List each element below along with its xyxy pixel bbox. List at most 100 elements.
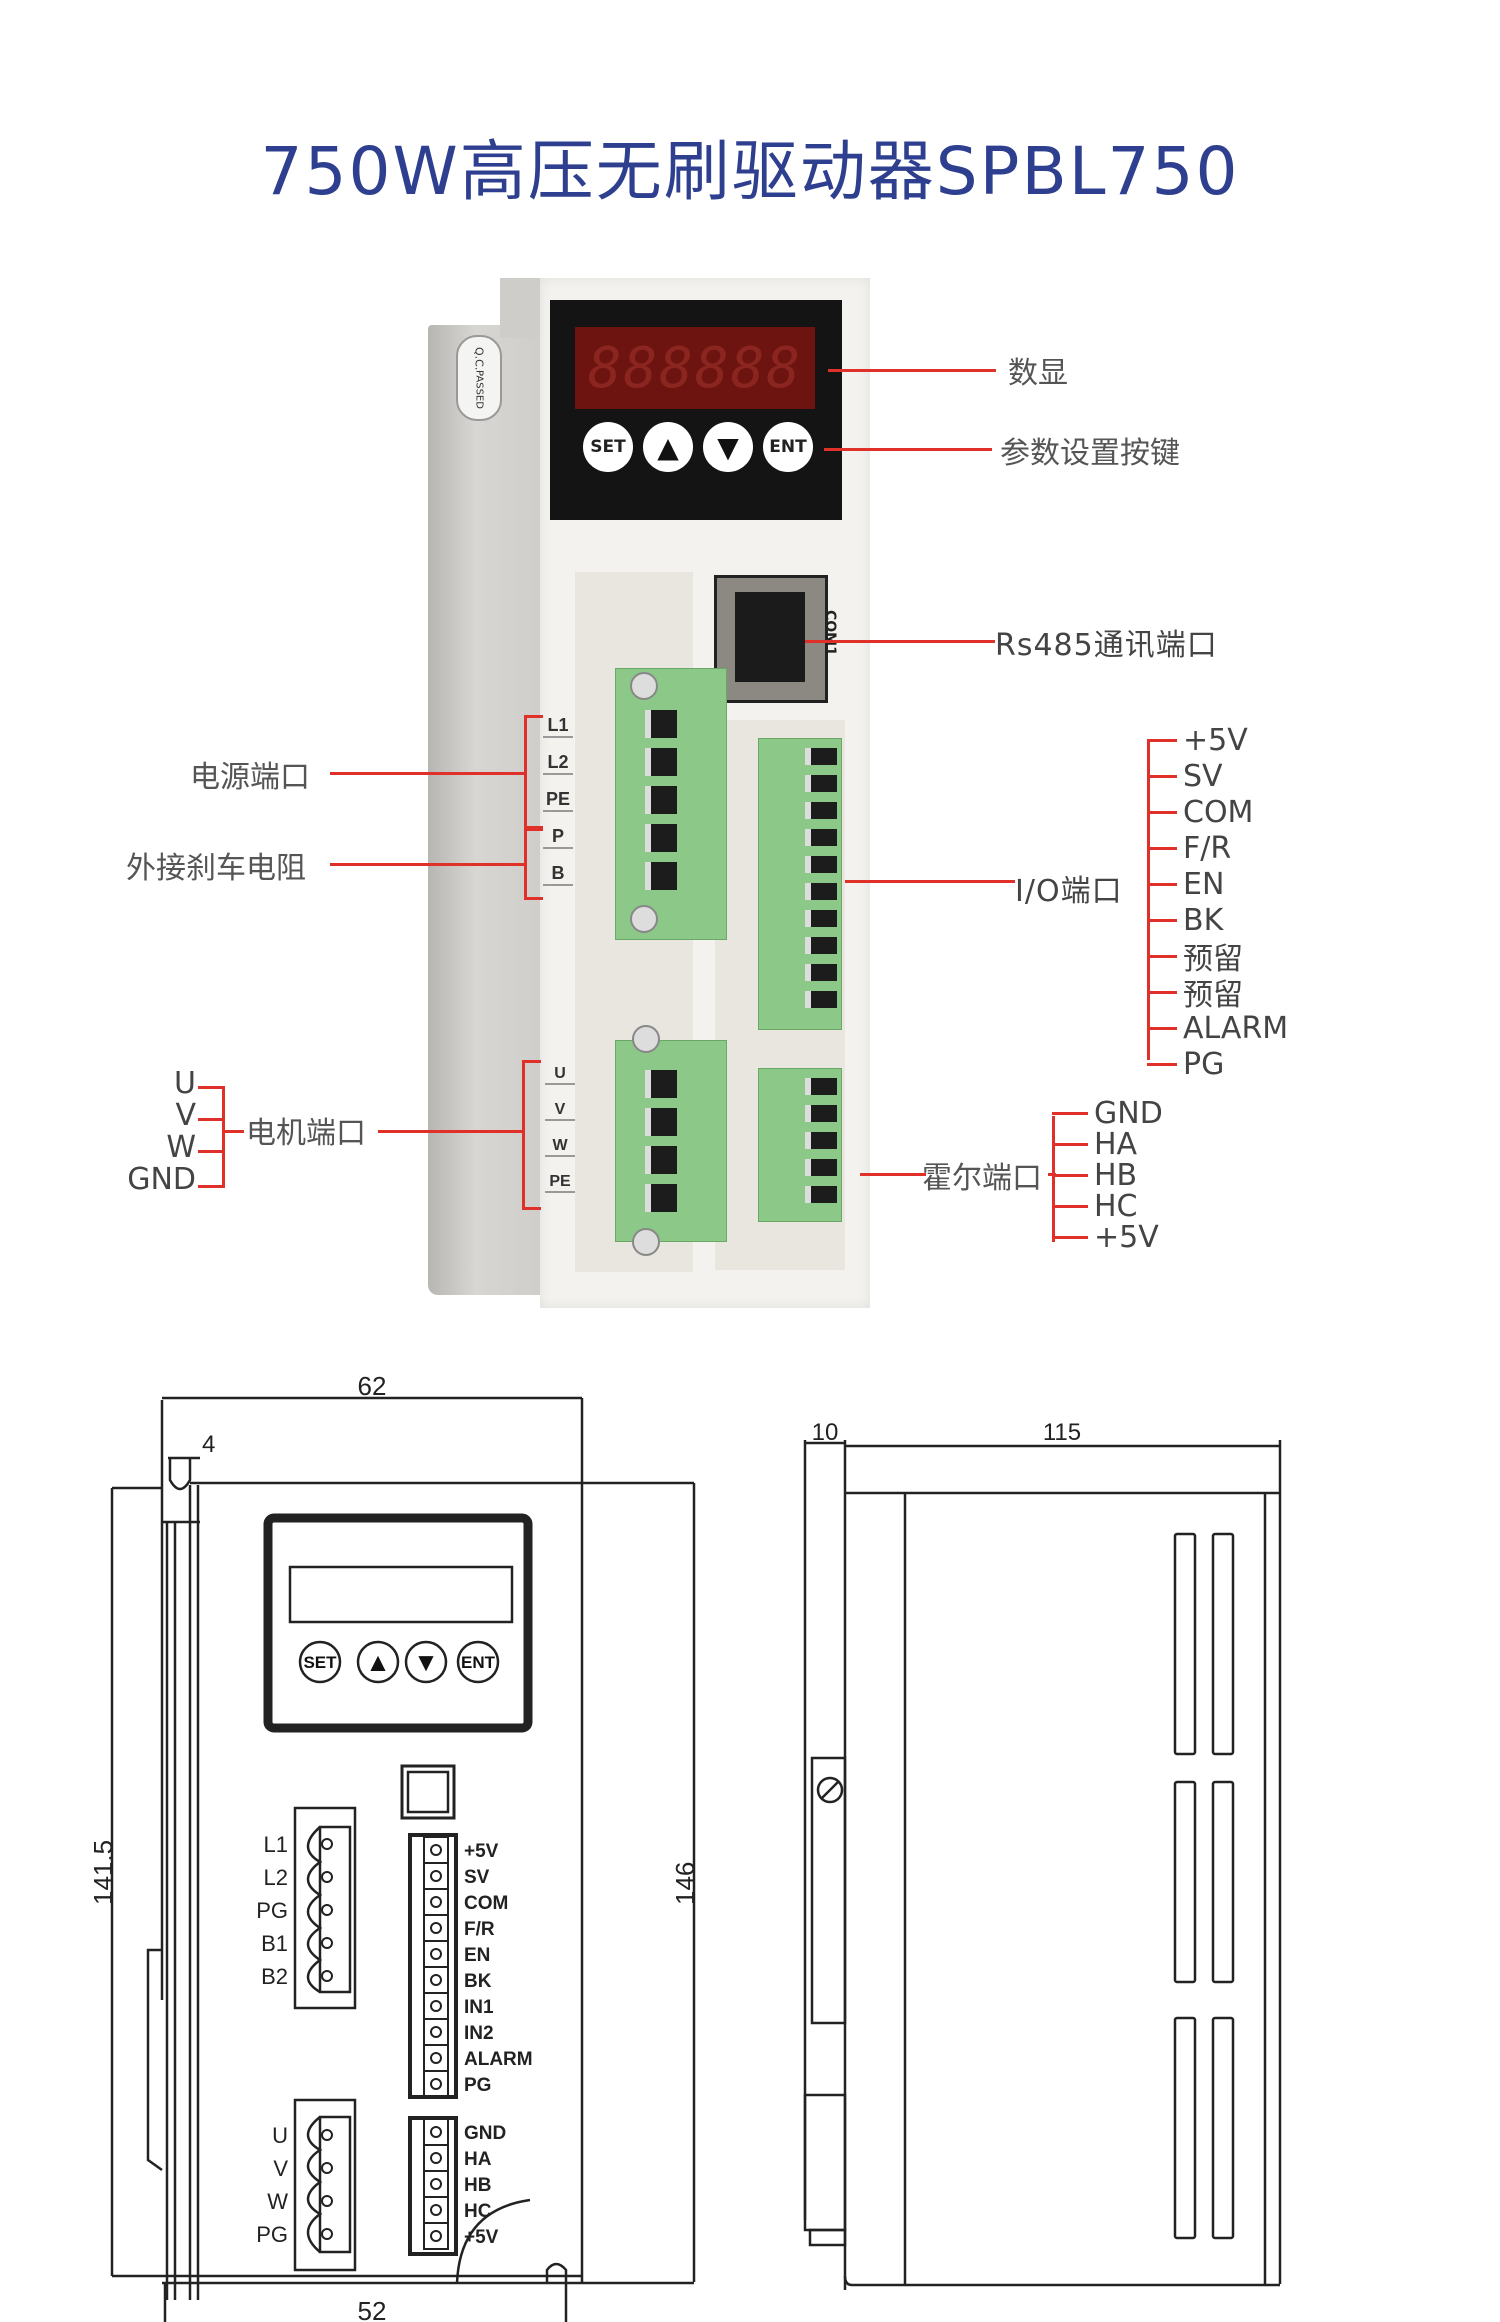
drawing-pin-label: HA	[464, 2149, 492, 2170]
qc-passed-sticker: Q.C. PASSED	[456, 335, 502, 421]
pin-circle	[430, 2052, 442, 2064]
motor-bracket	[522, 1060, 541, 1210]
pin-cell	[423, 1966, 449, 1994]
callout-line-io	[845, 880, 1015, 883]
pin-circle	[321, 1871, 333, 1883]
pin-cell	[423, 2070, 449, 2098]
pin-circle	[321, 2162, 333, 2174]
hall-bracket	[1052, 1116, 1055, 1242]
pin-label: BK	[1147, 902, 1223, 938]
terminal-label: P	[543, 826, 573, 849]
terminal-slot	[805, 1105, 837, 1122]
dim-height-inner: 141.5	[88, 1840, 118, 1905]
down-key[interactable]: ▼	[703, 422, 753, 472]
pin-circle	[430, 1896, 442, 1908]
callout-keys: 参数设置按键	[1000, 436, 1180, 471]
terminal-slot	[805, 1078, 837, 1095]
pin-label: PG	[1147, 1046, 1224, 1082]
up-arrow-icon: ▲	[657, 430, 679, 464]
terminal-slot	[645, 1146, 677, 1174]
drawing-pin-label: +5V	[464, 2227, 499, 2248]
pin-label: HC	[1052, 1189, 1138, 1224]
terminal-slot	[645, 1108, 677, 1136]
callout-rs485: Rs485通讯端口	[995, 628, 1218, 663]
terminal-slot	[805, 1132, 837, 1149]
pin-cell	[423, 1862, 449, 1890]
com1-label: COM1	[822, 610, 838, 656]
set-key[interactable]: SET	[583, 422, 633, 472]
drawing-terminal-label: L1	[264, 1832, 288, 1857]
terminal-slot	[645, 1070, 677, 1098]
io-terminal-slots	[805, 748, 837, 1018]
terminal-slot	[805, 856, 837, 873]
drawing-up-key: ▲	[365, 1647, 391, 1677]
pin-circle	[430, 2126, 442, 2138]
callout-line-rs485	[805, 640, 995, 643]
pin-circle	[430, 2000, 442, 2012]
pin-circle	[321, 2228, 333, 2240]
drawing-pin-label: HC	[464, 2201, 492, 2222]
pin-circle	[430, 1844, 442, 1856]
rs485-port[interactable]	[714, 575, 828, 703]
terminal-slot	[805, 964, 837, 981]
motor-terminal-slots	[645, 1070, 677, 1230]
ent-key[interactable]: ENT	[763, 422, 813, 472]
callout-line-hall	[860, 1173, 926, 1176]
pin-cell	[423, 2118, 449, 2146]
pin-cell	[423, 2144, 449, 2172]
down-arrow-icon: ▼	[717, 430, 739, 464]
terminal-label: B	[543, 863, 573, 886]
drawing-terminal-label: B2	[261, 1964, 288, 1989]
terminal-slot	[805, 910, 837, 927]
keypad: SET ▲ ▼ ENT	[583, 422, 813, 474]
terminal-slot	[805, 937, 837, 954]
pin-circle	[430, 2178, 442, 2190]
pin-circle	[430, 2078, 442, 2090]
terminal-slot	[645, 748, 677, 776]
pin-circle	[321, 2129, 333, 2141]
callout-brake: 外接刹车电阻	[126, 851, 306, 886]
callout-motor: 电机端口	[246, 1116, 366, 1151]
callout-line-display	[828, 369, 996, 372]
pin-label: 预留	[1147, 974, 1243, 1013]
pin-circle	[430, 1974, 442, 1986]
pin-label: HA	[1052, 1127, 1137, 1162]
terminal-slot	[805, 775, 837, 792]
terminal-slot	[805, 748, 837, 765]
terminal-slot	[645, 786, 677, 814]
screw-icon	[630, 905, 658, 933]
terminal-slot	[645, 1184, 677, 1212]
pin-circle	[430, 1870, 442, 1882]
drawing-terminal-label: PG	[256, 1898, 288, 1923]
motor-wire-label: GND	[127, 1162, 196, 1197]
drawing-down-key: ▼	[413, 1647, 439, 1677]
pin-label: SV	[1147, 758, 1223, 794]
drawing-terminal-label: W	[267, 2189, 288, 2214]
pin-cell	[423, 1992, 449, 2020]
callout-hall: 霍尔端口	[922, 1161, 1042, 1196]
motor-wire-bracket	[198, 1086, 225, 1188]
dim-bottom: 52	[358, 2296, 387, 2322]
terminal-label: L1	[543, 715, 573, 738]
pin-label: HB	[1052, 1158, 1137, 1193]
terminal-slot	[645, 862, 677, 890]
pin-cell	[423, 1888, 449, 1916]
rj45-socket-icon	[735, 592, 805, 682]
up-key[interactable]: ▲	[643, 422, 693, 472]
pin-label: F/R	[1147, 830, 1231, 866]
drawing-pin-label: IN2	[464, 2023, 494, 2044]
dimension-drawing: SET ▲ ▼ ENT 62 4 141.5 146 52 10 115 +5V…	[88, 1371, 1282, 2322]
motor-wire-label: U	[174, 1066, 196, 1101]
page-title: 750W高压无刷驱动器SPBL750	[260, 133, 1240, 210]
pin-cell	[423, 2044, 449, 2072]
drawing-terminal-label: L2	[264, 1865, 288, 1890]
pin-circle	[430, 1948, 442, 1960]
pin-label: 预留	[1147, 938, 1243, 977]
drawing-ent-key: ENT	[461, 1653, 496, 1672]
drawing-terminal-label: V	[273, 2156, 288, 2181]
pin-cell	[423, 2170, 449, 2198]
io-pin-circles	[321, 1836, 449, 2250]
pin-circle	[430, 2204, 442, 2216]
terminal-slot	[805, 1159, 837, 1176]
pin-label: +5V	[1052, 1220, 1159, 1255]
